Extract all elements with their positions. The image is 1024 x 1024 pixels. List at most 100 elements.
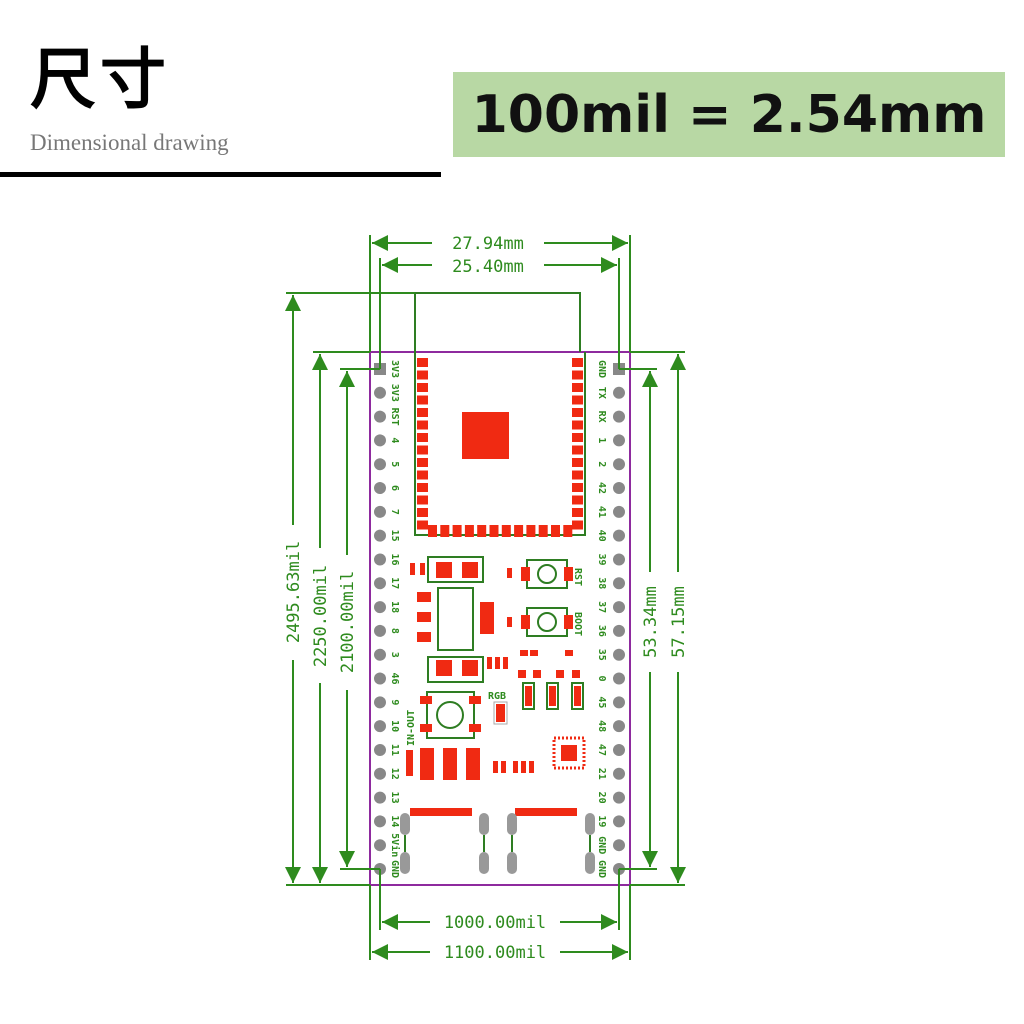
pin1-marker (421, 359, 427, 365)
pin-pad (374, 553, 386, 566)
module-pad (572, 395, 583, 405)
pin-label: 12 (389, 768, 400, 780)
dimension-labels: 27.94mm 25.40mm 2495.63mil 2250.00mil 21… (284, 233, 689, 963)
module-pad (572, 495, 583, 505)
scale-note-box: 100mil = 2.54mm (453, 72, 1005, 157)
pin-pad (374, 458, 386, 471)
pin-label: RST (389, 408, 400, 426)
pin-label: 19 (596, 815, 607, 827)
pin-label: 18 (389, 601, 400, 613)
pin-pad (374, 839, 386, 852)
pin-label: 5 (389, 461, 400, 467)
pin-label: 3 (389, 652, 400, 658)
pin-pad (613, 386, 625, 399)
module-ground-pad (462, 412, 509, 459)
module-pad (563, 525, 573, 537)
pin-label: 6 (389, 485, 400, 491)
pin-label: 42 (596, 482, 607, 494)
label-boot: BOOT (572, 612, 583, 636)
dim-width-pins-mm: 25.40mm (452, 257, 524, 277)
pin-pad (374, 624, 386, 637)
pin-pad (613, 529, 625, 542)
pin-label: RX (596, 411, 607, 423)
pin-label: 7 (389, 509, 400, 515)
pin-pad (613, 505, 625, 518)
pin-pad (374, 815, 386, 828)
pin-label: 47 (596, 744, 607, 756)
pin-label: TX (596, 387, 607, 399)
module-pad (572, 483, 583, 492)
pin-label: 37 (596, 601, 607, 613)
pin-label: 8 (389, 628, 400, 634)
module-pad (417, 433, 428, 442)
pin-label: 20 (596, 792, 607, 804)
module-pad (572, 408, 583, 417)
pin-pad (613, 767, 625, 780)
pin-pad (374, 791, 386, 804)
pin-label: 1 (596, 437, 607, 443)
module-pad (526, 525, 536, 537)
module-pad (417, 458, 428, 467)
module-pads (417, 358, 583, 537)
pin-pad (613, 696, 625, 709)
pin-pad (613, 601, 625, 614)
module-pad (572, 420, 583, 430)
pin-label: 40 (596, 530, 607, 542)
page-subtitle: Dimensional drawing (30, 130, 229, 155)
pin-pad (374, 767, 386, 780)
pin-pad (374, 505, 386, 518)
pin-pad (613, 577, 625, 590)
pin-label: 16 (389, 553, 400, 565)
pin-pad (374, 720, 386, 733)
pin-label: 11 (389, 744, 400, 756)
module-pad (452, 525, 462, 537)
pin-label: 36 (596, 625, 607, 637)
module-outline (414, 352, 586, 536)
dim-width-outer-mm: 27.94mm (452, 234, 524, 254)
pin-label: GND (596, 836, 607, 854)
module-pad (572, 508, 583, 517)
dim-height-board-mil: 2250.00mil (311, 565, 331, 667)
module-pad (572, 445, 583, 455)
pin-label: 9 (389, 699, 400, 705)
module-pad (417, 370, 428, 380)
module-pad (572, 383, 583, 392)
page-title: 尺寸 (30, 41, 170, 118)
dim-height-total-mil: 2495.63mil (284, 541, 304, 643)
components (400, 556, 595, 874)
module-pad (417, 470, 428, 480)
pin-label: 45 (596, 696, 607, 708)
pin-label: 39 (596, 553, 607, 565)
pin-pad (613, 482, 625, 495)
pin-pad (374, 672, 386, 685)
pin-pad (613, 624, 625, 637)
module-pad (417, 495, 428, 505)
pin-pad (613, 648, 625, 661)
scale-note: 100mil = 2.54mm (471, 84, 987, 145)
pin-label: 35 (596, 649, 607, 661)
module-pad (417, 520, 428, 530)
pin-pad (613, 672, 625, 685)
pin-label: 17 (389, 577, 400, 589)
board-outline (369, 351, 631, 886)
dim-height-pins-mil: 2100.00mil (338, 571, 358, 673)
pin-pad (374, 577, 386, 590)
header-pins: 3V33V3RST4567151617188346910111213145Vin… (374, 360, 625, 878)
module-pad (572, 520, 583, 530)
module-pad (501, 525, 511, 537)
pin-pad (374, 386, 386, 399)
pin-pad (374, 696, 386, 709)
pin-label: 5Vin (389, 833, 401, 857)
pin-label: 21 (596, 768, 607, 780)
pin-pad (613, 791, 625, 804)
dim-height-pins-mm: 53.34mm (641, 586, 661, 658)
pin-label: 48 (596, 720, 607, 732)
pin-label: 41 (596, 506, 607, 518)
module-pad (417, 508, 428, 517)
pin-pad (374, 648, 386, 661)
dim-width-pins-mil: 1000.00mil (444, 913, 546, 933)
pin-label: 38 (596, 577, 607, 589)
module-pad (514, 525, 524, 537)
module-pad (417, 395, 428, 405)
